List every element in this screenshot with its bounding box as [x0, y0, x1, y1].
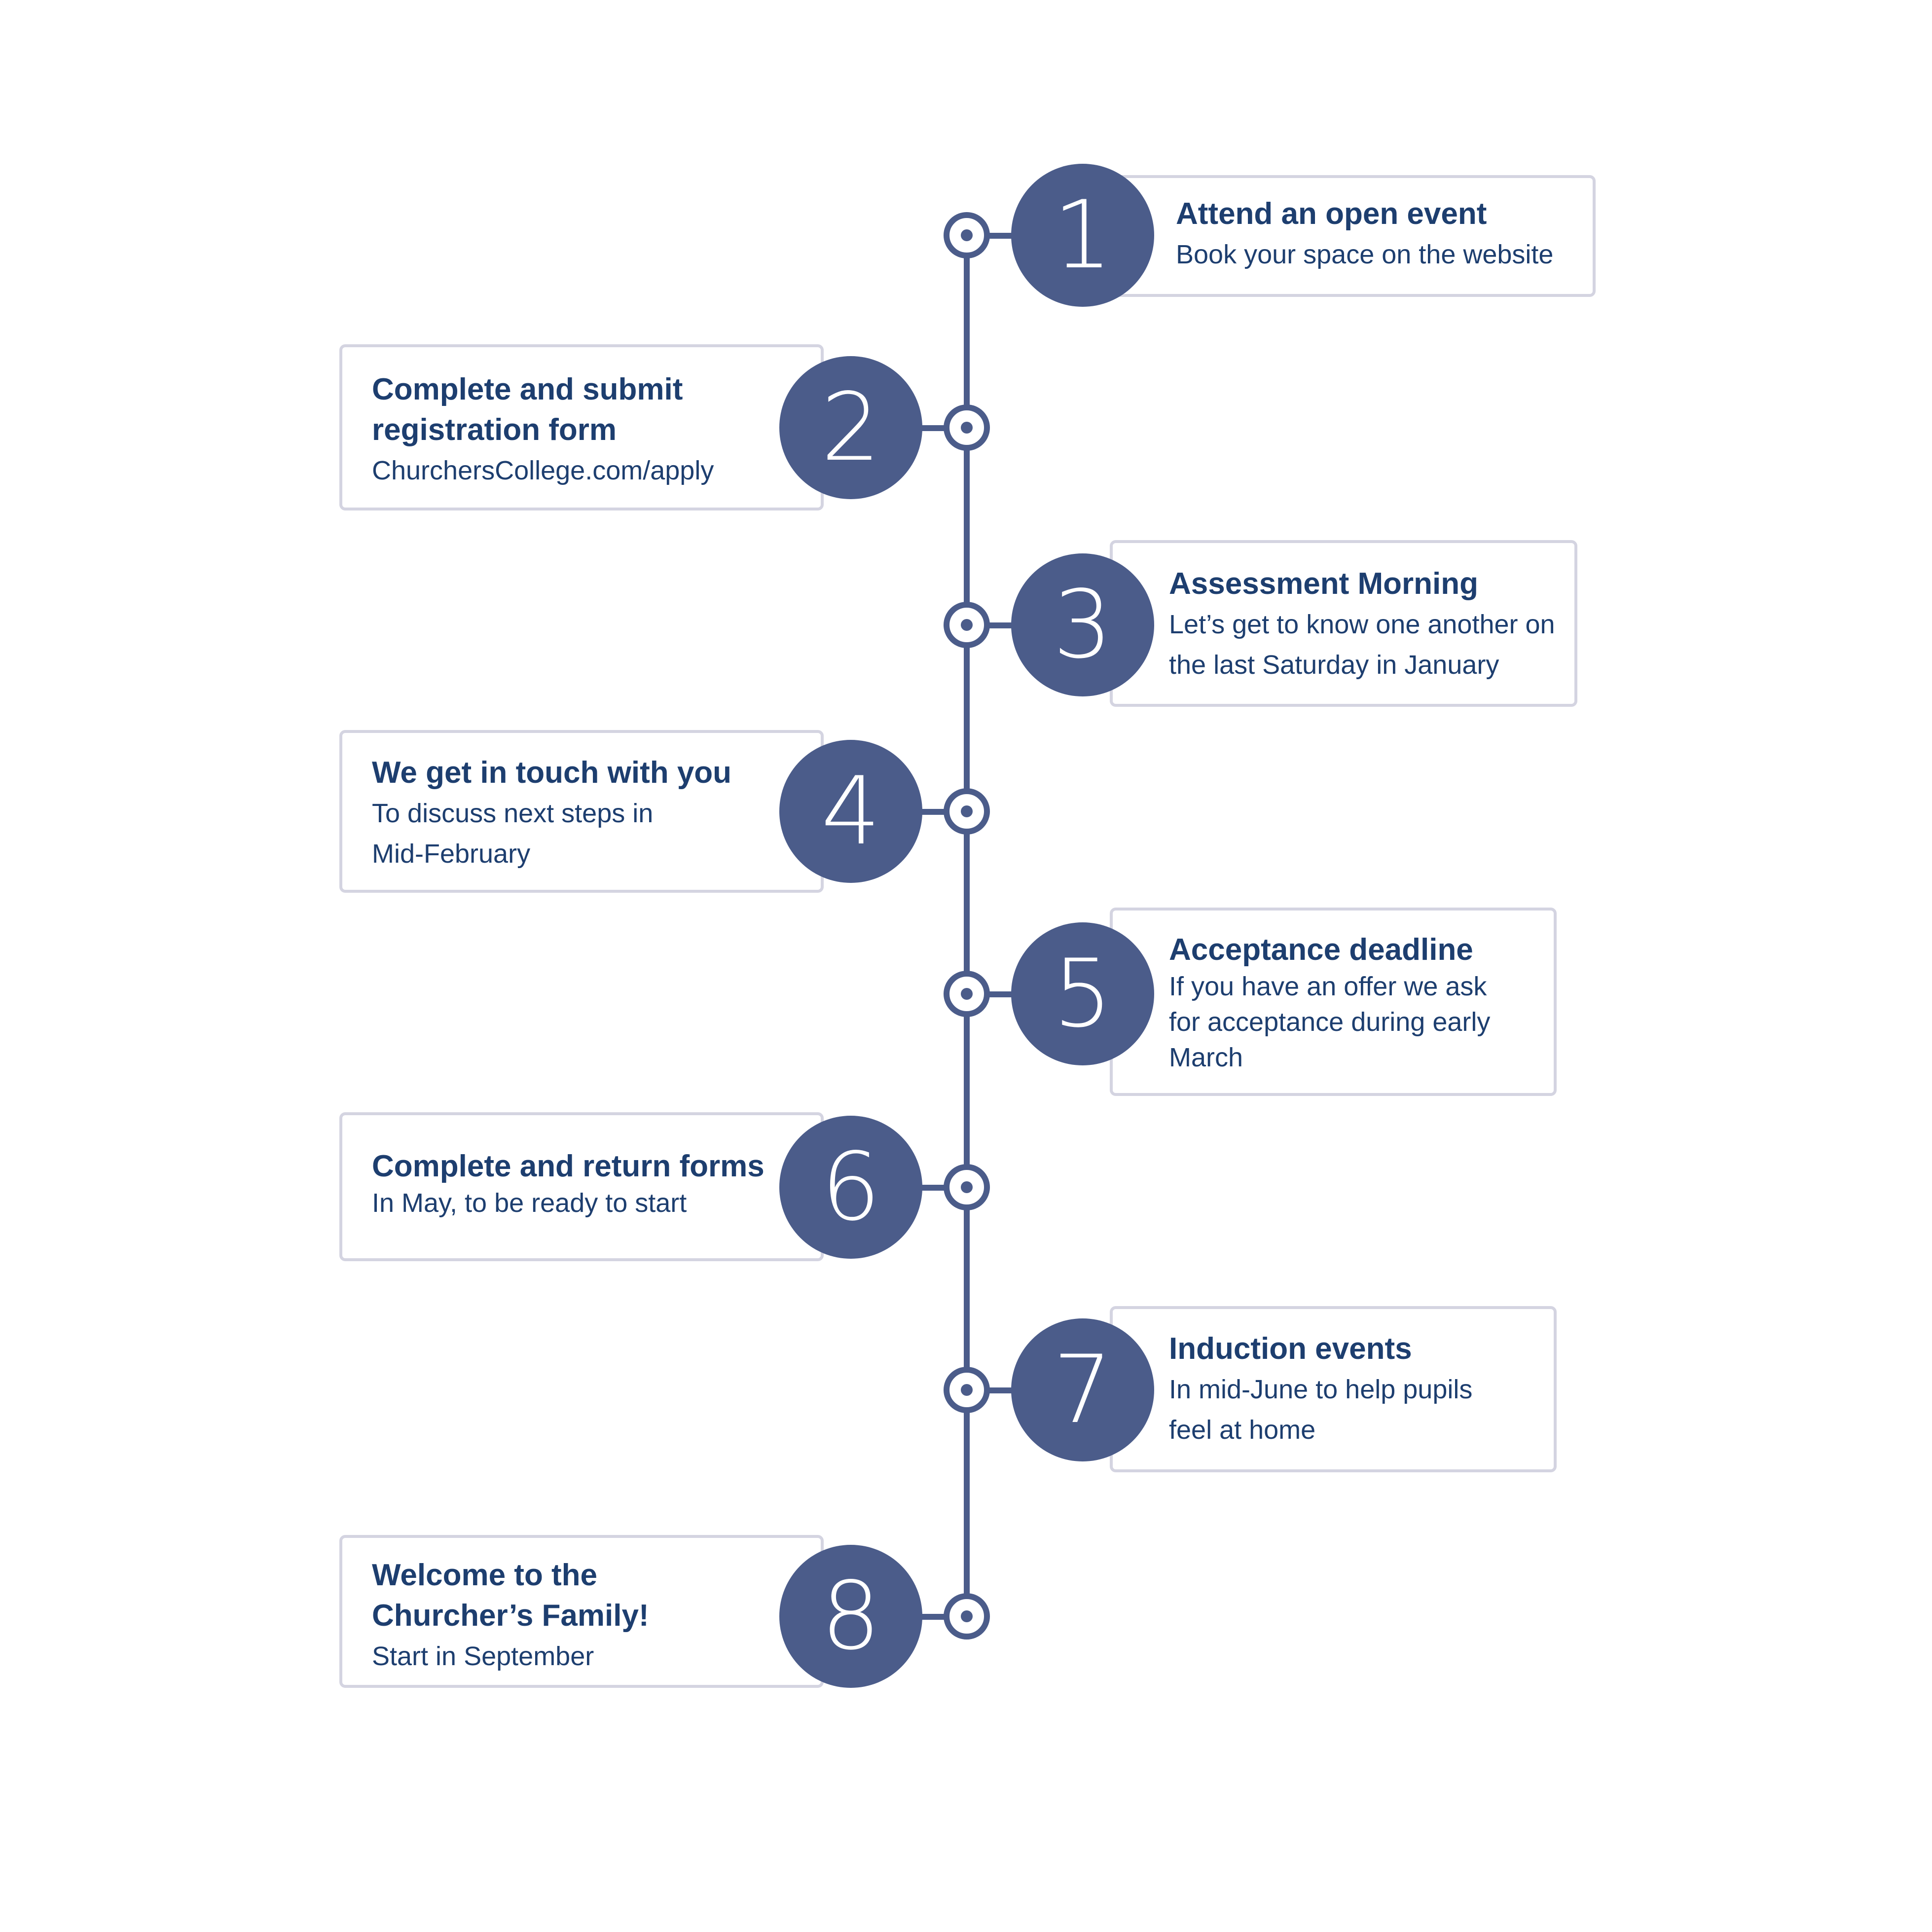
- timeline-node: [944, 212, 990, 258]
- step-number-badge: 8: [779, 1545, 922, 1688]
- timeline-node: [944, 1367, 990, 1413]
- step-description-line: Mid-February: [372, 839, 531, 869]
- timeline-node-dot: [961, 1610, 973, 1622]
- timeline-node-dot: [961, 619, 973, 631]
- step-title-line: Complete and submit: [372, 372, 683, 406]
- step-description-line: If you have an offer we ask: [1169, 972, 1487, 1001]
- step-number-badge: 2: [779, 356, 922, 499]
- timeline-node-dot: [961, 1181, 973, 1193]
- timeline-node-dot: [961, 1384, 973, 1396]
- timeline-node-dot: [961, 229, 973, 241]
- timeline-node-dot: [961, 422, 973, 434]
- timeline-node: [944, 1593, 990, 1640]
- step-description-line: the last Saturday in January: [1169, 650, 1499, 680]
- timeline-node-dot: [961, 805, 973, 817]
- timeline-node: [944, 404, 990, 451]
- step-number-badge: 1: [1011, 164, 1154, 307]
- step-card: Complete and return forms In May, to be …: [339, 1112, 824, 1261]
- step-card: Induction events In mid-June to help pup…: [1110, 1306, 1557, 1472]
- step-description-line: March: [1169, 1043, 1243, 1072]
- timeline-line: [964, 234, 970, 1615]
- timeline-node-dot: [961, 988, 973, 1000]
- step-description-line: Let’s get to know one another on: [1169, 610, 1555, 639]
- step-description-line: Start in September: [372, 1641, 594, 1671]
- step-number-badge: 4: [779, 740, 922, 883]
- step-title-line: Assessment Morning: [1169, 567, 1479, 601]
- step-description-line: Book your space on the website: [1176, 240, 1554, 269]
- step-number-badge: 7: [1011, 1318, 1154, 1461]
- step-title-line: Attend an open event: [1176, 197, 1487, 231]
- step-description-line: In May, to be ready to start: [372, 1188, 687, 1218]
- step-title-line: Induction events: [1169, 1332, 1412, 1366]
- step-card: Acceptance deadline If you have an offer…: [1110, 908, 1557, 1096]
- step-title-line: Acceptance deadline: [1169, 933, 1473, 967]
- step-description-line: ChurchersCollege.com/apply: [372, 456, 714, 485]
- step-number-badge: 3: [1011, 553, 1154, 696]
- step-title-line: We get in touch with you: [372, 756, 732, 790]
- step-title-line: registration form: [372, 413, 617, 447]
- step-description-line: feel at home: [1169, 1415, 1316, 1445]
- step-card: Welcome to the Churcher’s Family! Start …: [339, 1535, 824, 1688]
- step-card: Assessment Morning Let’s get to know one…: [1110, 540, 1577, 707]
- step-number-badge: 5: [1011, 922, 1154, 1065]
- timeline-node: [944, 1164, 990, 1210]
- step-card: Attend an open event Book your space on …: [1115, 175, 1596, 297]
- timeline-node: [944, 602, 990, 648]
- timeline-node: [944, 788, 990, 835]
- step-card: We get in touch with you To discuss next…: [339, 730, 824, 893]
- timeline-node: [944, 971, 990, 1017]
- step-number-badge: 6: [779, 1116, 922, 1259]
- step-title-line: Welcome to the: [372, 1558, 598, 1592]
- step-description-line: To discuss next steps in: [372, 799, 654, 828]
- step-card: Complete and submit registration form Ch…: [339, 344, 824, 510]
- step-title-line: Churcher’s Family!: [372, 1599, 649, 1633]
- step-title-line: Complete and return forms: [372, 1149, 765, 1183]
- step-description-line: In mid-June to help pupils: [1169, 1375, 1473, 1404]
- step-description-line: for acceptance during early: [1169, 1007, 1491, 1037]
